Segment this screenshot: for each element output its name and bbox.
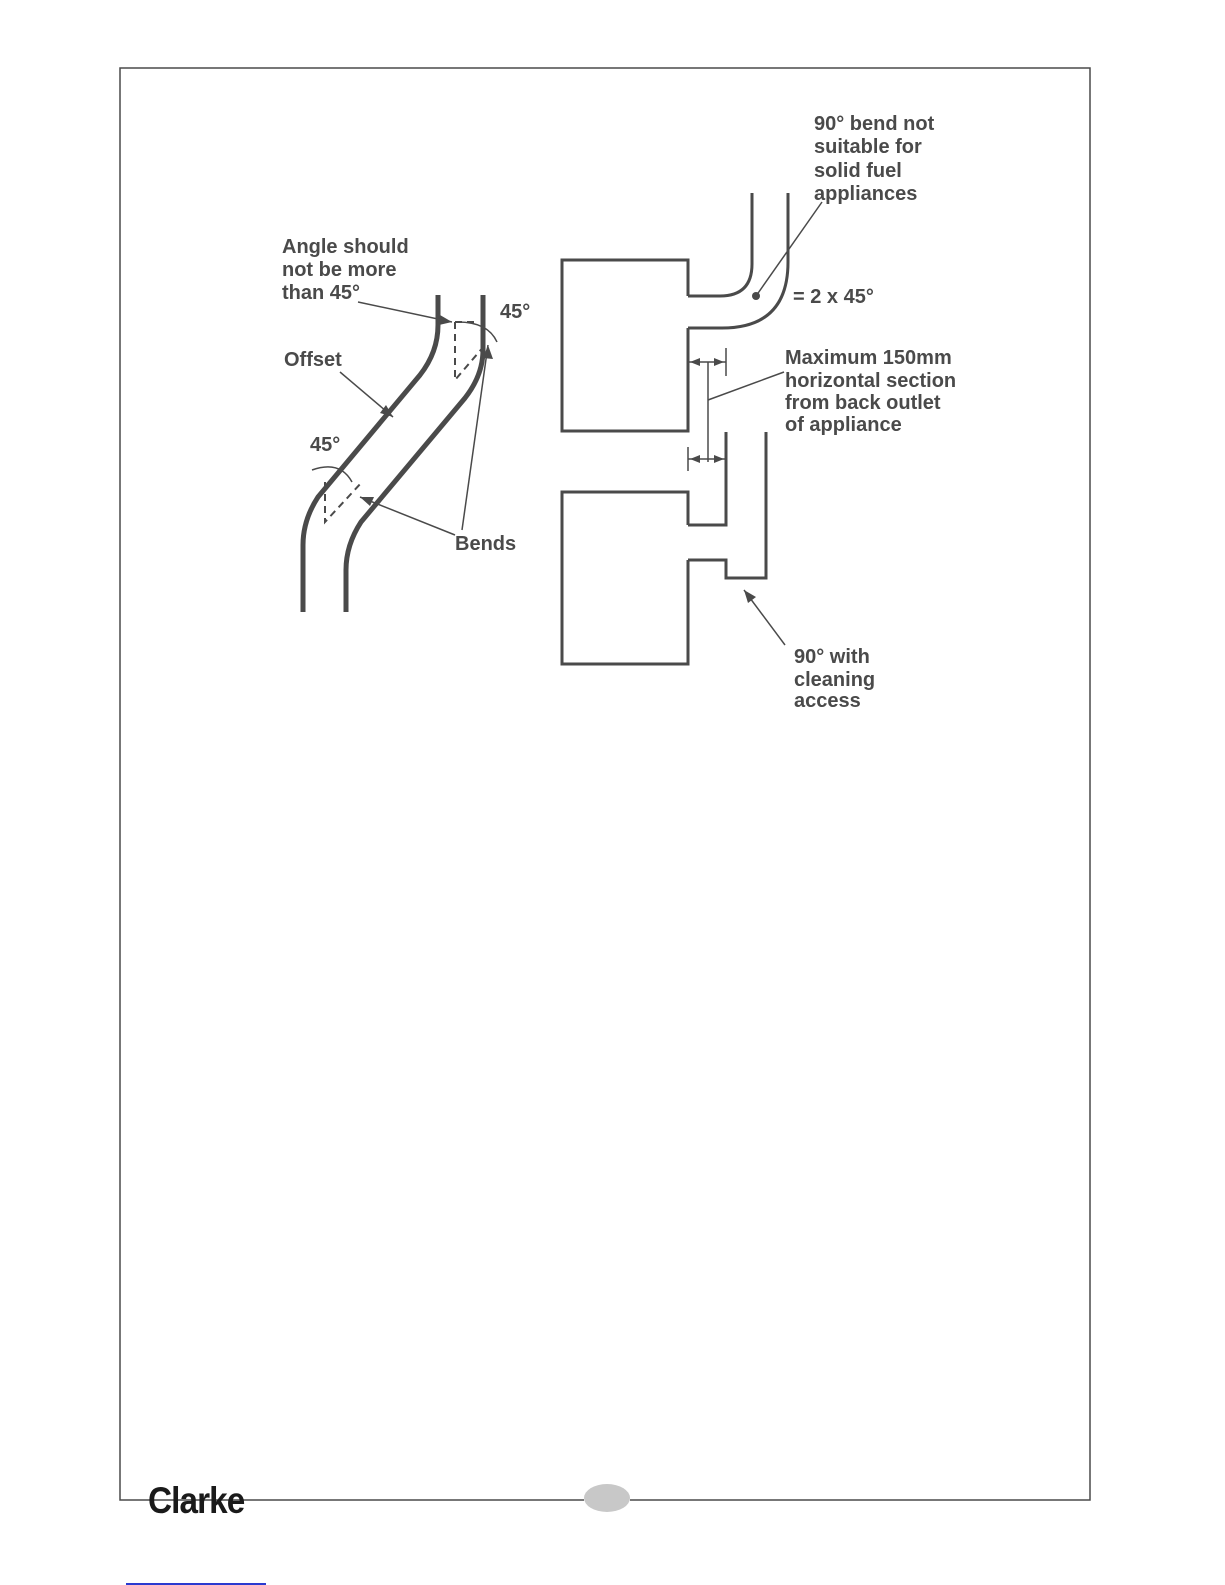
bends-arrow-lower [360, 497, 455, 535]
angle-note-line-3: than 45° [282, 282, 360, 304]
dimension-arrowheads [690, 358, 724, 463]
bends-label: Bends [455, 533, 516, 555]
bend-note-line-4: appliances [814, 183, 917, 205]
curved-flue-inner [688, 193, 752, 296]
bend-note-line-3: solid fuel [814, 160, 902, 182]
flue-pipe-right-wall [346, 295, 483, 612]
horizontal-note-leader [708, 372, 784, 400]
cleaning-access-arrowhead [744, 590, 756, 603]
cleaning-note-line-1: 90° with [794, 646, 870, 668]
cleaning-note-line-3: access [794, 690, 861, 712]
lower-bend-marker [325, 482, 362, 522]
brand-logo: Clarke [148, 1482, 244, 1519]
lower-appliance-outline [562, 492, 688, 664]
bend-note-line-2: suitable for [814, 136, 922, 158]
horizontal-note-line-2: horizontal section [785, 370, 956, 392]
page-border [120, 68, 1090, 1500]
bends-arrowhead-lower [360, 497, 374, 506]
horizontal-note-line-1: Maximum 150mm [785, 347, 952, 369]
tee-junction [688, 432, 766, 578]
angle-label-bottom: 45° [310, 434, 340, 456]
horizontal-note-line-3: from back outlet [785, 392, 941, 414]
angle-note-line-2: not be more [282, 259, 396, 281]
cleaning-note-line-2: cleaning [794, 669, 875, 691]
page-number-badge [584, 1484, 630, 1512]
upper-appliance-outline [562, 260, 688, 431]
bend-note-line-1: 90° bend not [814, 113, 935, 135]
angle-note-line-1: Angle should [282, 236, 409, 258]
offset-label: Offset [284, 349, 342, 371]
offset-diagram: Angle should not be more than 45° 45° Of… [282, 236, 530, 612]
bends-arrow-upper [462, 345, 488, 530]
angle-note-arrowhead [439, 315, 452, 325]
bend-equals-label: = 2 x 45° [793, 286, 874, 308]
curved-flue-outer [688, 193, 788, 328]
upper-angle-arc [458, 322, 497, 342]
horizontal-note-line-4: of appliance [785, 414, 902, 436]
angle-label-top: 45° [500, 301, 530, 323]
appliance-diagram: 90° bend not suitable for solid fuel app… [562, 113, 956, 712]
